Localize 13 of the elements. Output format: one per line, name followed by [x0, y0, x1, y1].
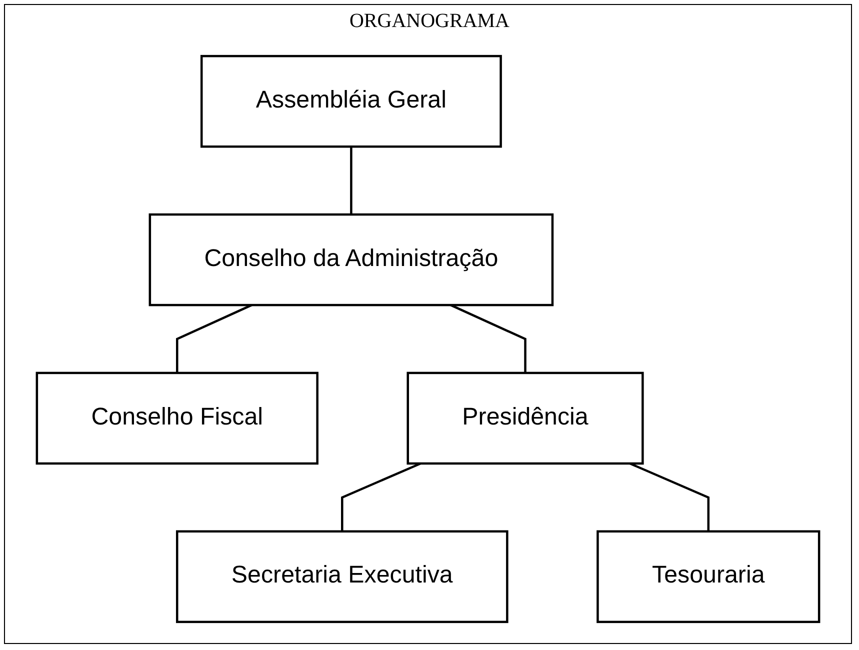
connector: [450, 304, 526, 373]
connector: [341, 462, 422, 532]
node-box: [176, 530, 508, 624]
connector: [176, 304, 252, 373]
diagram-title: ORGANOGRAMA: [349, 10, 510, 33]
org-chart: Assembléia Geral Conselho da Administração Conselho Fiscal Presidência Secretaria Executiva Tesouraria: [10, 44, 846, 634]
node-box: [596, 530, 820, 624]
connector: [629, 462, 710, 532]
node-box: [36, 372, 318, 465]
connector: [350, 146, 352, 214]
node-box: [200, 54, 502, 148]
node-box: [406, 372, 644, 465]
node-box: [148, 213, 554, 306]
